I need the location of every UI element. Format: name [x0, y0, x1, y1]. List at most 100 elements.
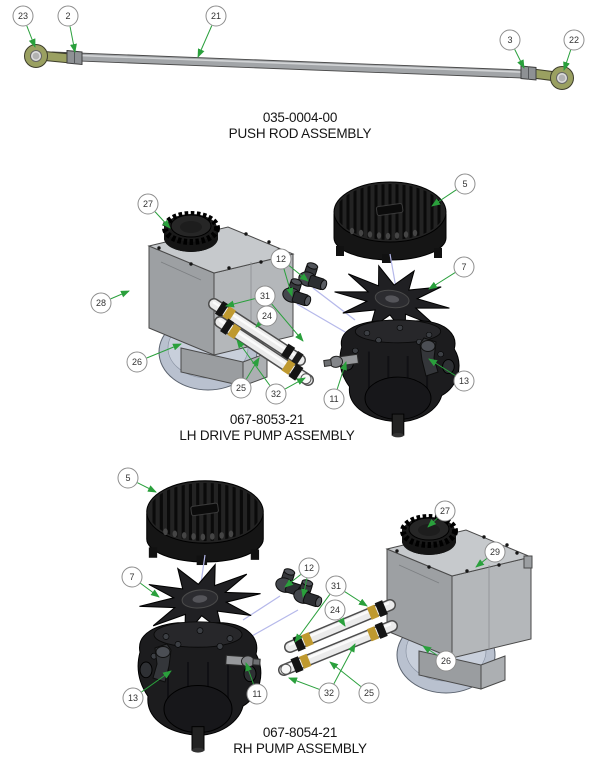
leader-line-31 [294, 594, 331, 643]
leader-line-32 [333, 643, 356, 684]
callout-26: 26 [126, 351, 148, 373]
leader-line-31 [225, 298, 255, 308]
leader-line-31 [271, 303, 304, 342]
leader-line-5 [431, 189, 457, 207]
leader-line-13 [141, 670, 172, 693]
leader-line-32 [288, 677, 320, 690]
svg-text:27: 27 [143, 199, 153, 209]
leader-line-24 [337, 617, 346, 627]
part-number-label: 067-8053-21 [229, 412, 305, 427]
svg-text:5: 5 [462, 179, 467, 189]
assembly-title: PUSH ROD ASSEMBLY [228, 126, 372, 141]
svg-text:13: 13 [459, 376, 469, 386]
svg-text:3: 3 [507, 35, 512, 45]
leader-line-2 [69, 26, 77, 53]
callout-24: 24 [256, 305, 278, 327]
hydraulic-tubes [208, 298, 314, 386]
svg-text:12: 12 [276, 254, 286, 264]
part-number-label: 035-0004-00 [262, 110, 338, 125]
callout-11: 11 [323, 388, 345, 410]
svg-text:31: 31 [331, 581, 341, 591]
svg-text:23: 23 [18, 11, 28, 21]
callout-5: 5 [454, 173, 476, 195]
svg-text:31: 31 [260, 291, 270, 301]
svg-text:26: 26 [132, 357, 142, 367]
lh-drive-pump-illustration [0, 160, 460, 439]
leader-line-22 [563, 49, 572, 71]
part-number-label: 067-8054-21 [262, 725, 338, 740]
leader-line-32 [284, 377, 306, 390]
construction-lines [296, 253, 397, 337]
leader-line-32 [236, 339, 271, 386]
callout-12: 12 [298, 557, 320, 579]
callout-31: 31 [325, 575, 347, 597]
leader-line-31 [344, 591, 368, 607]
callout-32: 32 [265, 383, 287, 405]
callout-29: 29 [484, 541, 506, 563]
tank-side-tab [523, 555, 533, 569]
callout-22: 22 [563, 29, 585, 51]
callout-7: 7 [121, 566, 143, 588]
svg-text:13: 13 [128, 693, 138, 703]
svg-text:25: 25 [364, 688, 374, 698]
leader-line-12 [284, 574, 302, 588]
leader-line-13 [428, 358, 456, 376]
callout-13: 13 [122, 687, 144, 709]
leader-line-24 [255, 318, 265, 328]
callout-13: 13 [453, 370, 475, 392]
svg-text:24: 24 [262, 311, 272, 321]
svg-text:11: 11 [252, 689, 261, 699]
callout-2: 2 [57, 5, 79, 27]
svg-text:2: 2 [65, 11, 70, 21]
leader-line-12 [288, 265, 309, 282]
leader-line-7 [428, 272, 456, 290]
leader-line-21 [197, 25, 213, 58]
callout-7: 7 [453, 256, 475, 278]
svg-text:11: 11 [329, 394, 338, 404]
svg-text:22: 22 [569, 35, 579, 45]
leader-line-26 [146, 343, 182, 359]
svg-text:26: 26 [441, 656, 451, 666]
push-rod-illustration [24, 44, 574, 90]
leader-line-11 [245, 662, 254, 685]
leader-line-29 [475, 558, 488, 568]
callout-21: 21 [205, 5, 227, 27]
svg-text:21: 21 [211, 11, 221, 21]
callout-23: 23 [12, 5, 34, 27]
callout-12: 12 [270, 248, 292, 270]
assembly-title: RH PUMP ASSEMBLY [233, 741, 367, 756]
leader-line-27 [427, 517, 438, 528]
leader-line-25 [329, 661, 362, 687]
callout-11: 11 [246, 683, 268, 705]
leader-line-11 [336, 361, 347, 390]
leader-line-27 [154, 211, 171, 229]
leader-line-28 [110, 290, 130, 300]
callout-32: 32 [318, 682, 340, 704]
svg-text:29: 29 [490, 547, 500, 557]
callout-5: 5 [117, 467, 139, 489]
svg-text:32: 32 [271, 389, 281, 399]
callout-31: 31 [254, 285, 276, 307]
svg-text:24: 24 [330, 605, 340, 615]
rod-end-left [24, 44, 83, 68]
svg-text:12: 12 [304, 563, 314, 573]
leader-line-12 [283, 268, 294, 297]
svg-text:32: 32 [324, 688, 334, 698]
leader-line-12 [301, 578, 309, 598]
callout-25: 25 [230, 377, 252, 399]
leader-line-5 [137, 482, 157, 493]
leader-line-23 [26, 25, 36, 48]
callout-27: 27 [137, 193, 159, 215]
leader-line-7 [140, 582, 160, 598]
leader-line-26 [422, 645, 438, 656]
leader-line-25 [245, 357, 260, 380]
svg-text:27: 27 [440, 506, 450, 516]
callout-27: 27 [434, 500, 456, 522]
callout-3: 3 [499, 29, 521, 51]
rod-end-right [520, 65, 574, 90]
callout-24: 24 [324, 599, 346, 621]
assembly-title: LH DRIVE PUMP ASSEMBLY [179, 428, 355, 443]
callout-25: 25 [358, 682, 380, 704]
